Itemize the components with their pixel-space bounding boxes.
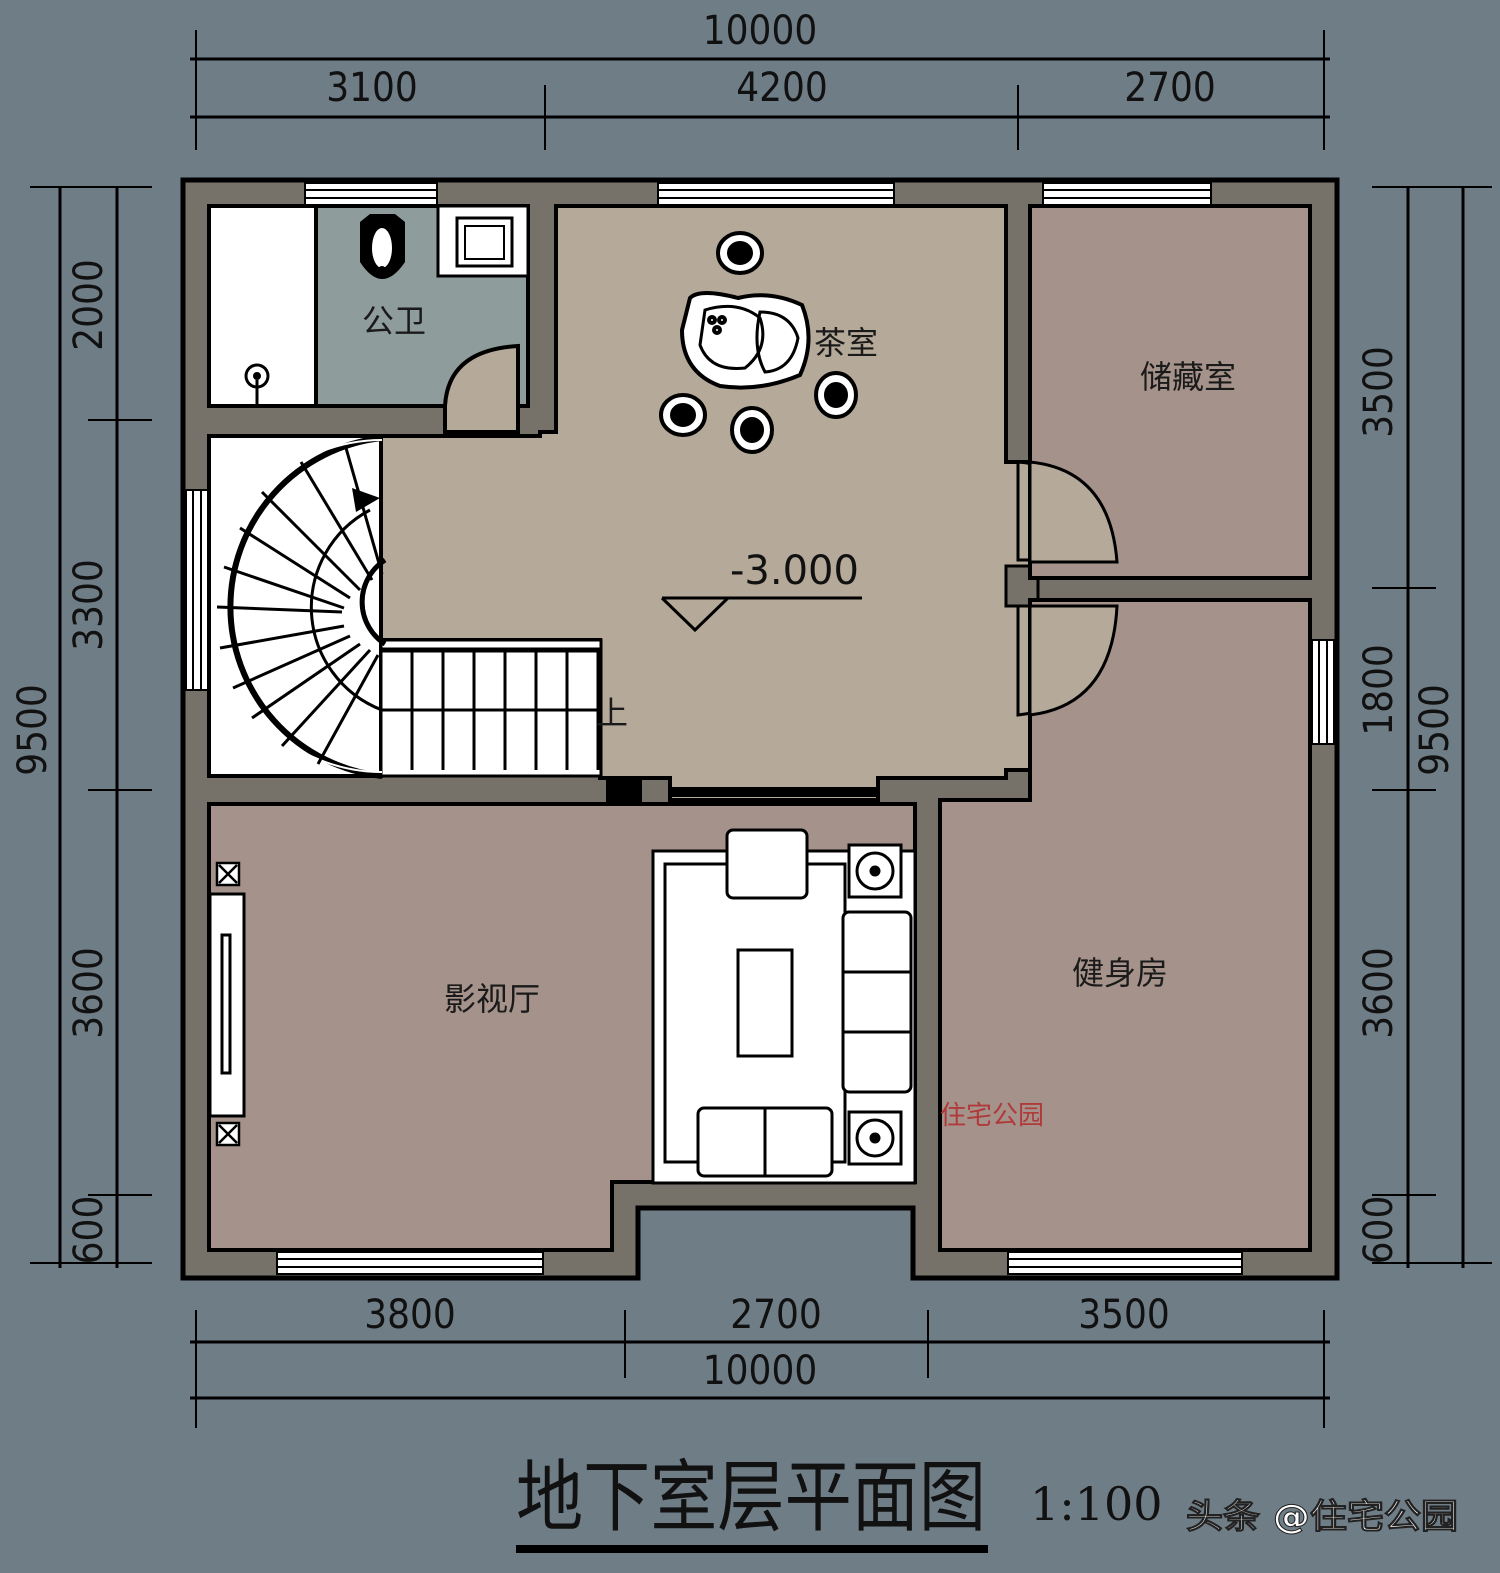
curved-staircase[interactable]	[215, 435, 600, 779]
left-dimension-4: 600	[66, 1196, 112, 1265]
windows	[185, 182, 1335, 1275]
window-gym-side	[1311, 639, 1335, 745]
tea-stool-icons	[659, 231, 858, 454]
right-dimension-2: 1800	[1356, 644, 1402, 736]
drawing-title: 地下室层平面图	[516, 1453, 986, 1543]
floor-level-value: -3.000	[730, 548, 859, 594]
top-dimension-lines	[190, 30, 1330, 150]
top-dimension-3: 2700	[1124, 65, 1216, 111]
bathroom-door-swing[interactable]	[443, 343, 520, 434]
window-bathroom	[304, 182, 438, 206]
stair-up-label: 上	[596, 694, 628, 732]
left-dimension-1: 2000	[66, 259, 112, 351]
window-tea-room	[657, 182, 895, 206]
top-dimension-1: 3100	[326, 65, 418, 111]
bottom-dimension-2: 2700	[730, 1292, 822, 1338]
title-underline	[516, 1545, 988, 1553]
room-label-bathroom: 公卫	[362, 302, 426, 340]
bottom-dimension-3: 3500	[1078, 1292, 1170, 1338]
room-label-storage: 储藏室	[1140, 358, 1236, 396]
storage-door-swing[interactable]	[1028, 460, 1119, 564]
left-dimension-2: 3300	[66, 559, 112, 651]
top-total-dimension: 10000	[703, 8, 817, 54]
inline-watermark: 住宅公园	[940, 1101, 1044, 1131]
window-storage	[1042, 182, 1212, 206]
stair-well	[207, 434, 383, 778]
room-label-gym: 健身房	[1072, 954, 1168, 992]
window-gym	[1007, 1251, 1243, 1275]
right-dimension-4: 600	[1356, 1196, 1402, 1265]
right-total-dimension: 9500	[1412, 684, 1458, 776]
gym-floor[interactable]	[938, 598, 1312, 1252]
tea-table-icon	[679, 291, 811, 390]
top-dimension-2: 4200	[736, 65, 828, 111]
sliding-door[interactable]	[606, 776, 880, 806]
bottom-total-dimension: 10000	[703, 1348, 817, 1394]
window-stair	[185, 489, 209, 691]
stair-direction-arrow-icon	[352, 488, 380, 512]
left-total-dimension: 9500	[10, 684, 56, 776]
right-dimension-3: 3600	[1356, 947, 1402, 1039]
bottom-dimension-lines	[190, 1310, 1330, 1428]
bottom-dimension-1: 3800	[364, 1292, 456, 1338]
gym-door-swing[interactable]	[1028, 604, 1119, 717]
tv-cabinet	[208, 892, 246, 1118]
source-watermark: 头条 @住宅公园	[1186, 1497, 1458, 1537]
right-dimension-1: 3500	[1356, 346, 1402, 438]
speaker-icons	[215, 861, 241, 1147]
rug-and-sofa-set	[651, 828, 917, 1185]
floor-drain-icon	[244, 363, 270, 404]
left-dimension-3: 3600	[66, 947, 112, 1039]
left-dimension-lines	[30, 186, 152, 1268]
floor-level-marker	[660, 596, 862, 633]
right-dimension-lines	[1372, 186, 1492, 1268]
toilet-icon	[360, 214, 405, 279]
room-label-home-theater: 影视厅	[444, 980, 540, 1018]
drawing-scale: 1:100	[1030, 1477, 1163, 1531]
room-label-tea-room: 茶室	[814, 324, 878, 362]
window-theater	[276, 1251, 544, 1275]
